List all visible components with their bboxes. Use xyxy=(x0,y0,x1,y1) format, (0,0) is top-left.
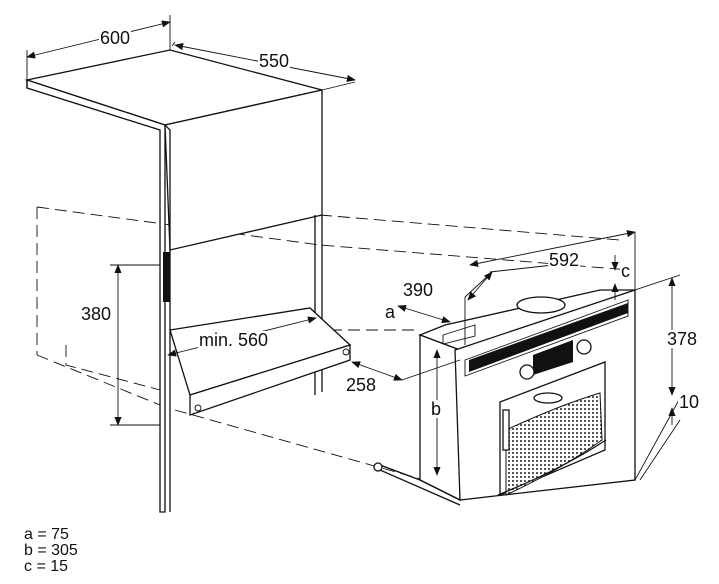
legend-c: c = 15 xyxy=(24,558,69,575)
coffee-machine xyxy=(373,289,636,506)
cabinet xyxy=(24,49,323,513)
dim-380: 380 xyxy=(80,304,113,324)
dim-min-560: min. 560 xyxy=(198,330,270,350)
dim-390: 390 xyxy=(402,280,435,300)
dim-550: 550 xyxy=(258,51,291,71)
legend-a: a = 75 xyxy=(24,526,69,543)
dim-258: 258 xyxy=(345,375,378,395)
niche-outline xyxy=(36,206,631,491)
shelf xyxy=(169,307,352,416)
dim-378: 378 xyxy=(666,329,699,349)
dim-10: 10 xyxy=(678,392,701,412)
dim-592: 592 xyxy=(548,250,581,270)
dim-600: 600 xyxy=(99,28,132,48)
legend-b: b = 305 xyxy=(24,542,78,559)
dim-c: c xyxy=(620,261,631,281)
dim-b: b xyxy=(430,399,443,419)
dim-a: a xyxy=(384,302,397,322)
